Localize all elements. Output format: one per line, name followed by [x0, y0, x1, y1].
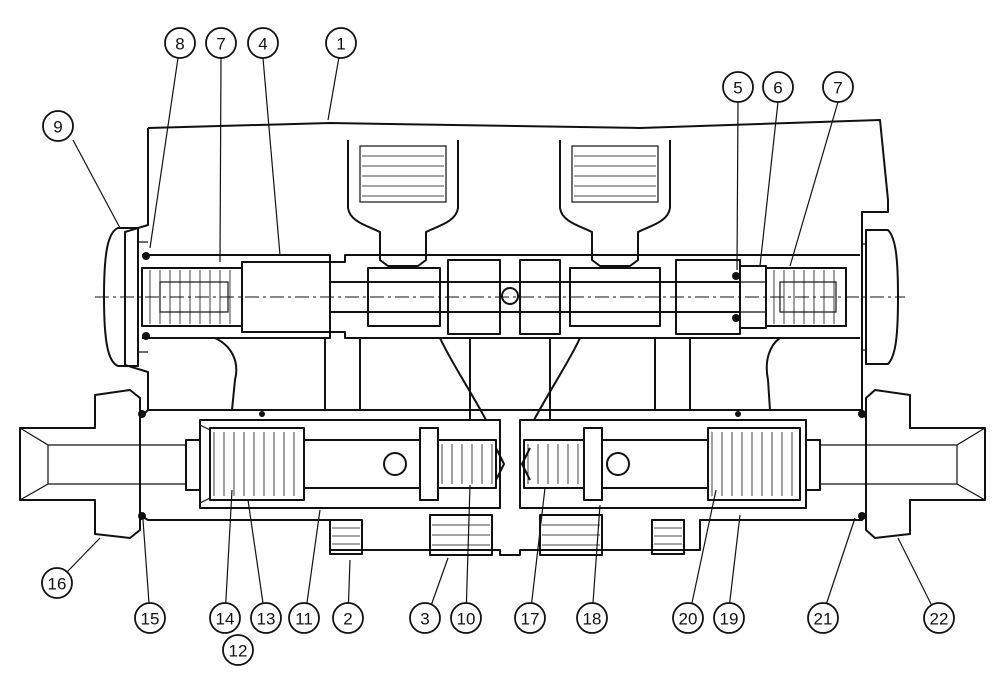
- svg-text:6: 6: [773, 79, 782, 98]
- left-fitting: [19, 389, 201, 539]
- svg-text:7: 7: [833, 79, 842, 98]
- leader-lines: [66, 56, 936, 618]
- callout-14: 14: [209, 602, 241, 634]
- callout-7-left: 7: [205, 27, 237, 59]
- callout-9: 9: [42, 110, 74, 142]
- callout-15: 15: [134, 602, 166, 634]
- callout-3: 3: [409, 602, 441, 634]
- lower-housing: [139, 409, 867, 556]
- svg-text:18: 18: [583, 610, 602, 629]
- callout-22: 22: [923, 602, 955, 634]
- svg-text:12: 12: [229, 642, 248, 661]
- callout-12: 12: [222, 634, 254, 666]
- callout-16: 16: [41, 567, 73, 599]
- callout-19: 19: [713, 602, 745, 634]
- svg-text:17: 17: [521, 610, 540, 629]
- svg-text:1: 1: [336, 35, 345, 54]
- callout-20: 20: [672, 602, 704, 634]
- callout-1: 1: [325, 27, 357, 59]
- upper-spool-assembly: [95, 252, 905, 340]
- callouts: 1 2 3 4 5 6 7 7 8 9 10 11 12 13 14 15 16…: [41, 27, 955, 666]
- bottom-ports: [329, 514, 685, 556]
- callout-21: 21: [807, 602, 839, 634]
- svg-text:9: 9: [53, 118, 62, 137]
- svg-text:16: 16: [48, 575, 67, 594]
- callout-10: 10: [450, 602, 482, 634]
- svg-text:20: 20: [679, 610, 698, 629]
- right-fitting: [805, 389, 986, 539]
- callout-2: 2: [332, 602, 364, 634]
- svg-text:2: 2: [343, 610, 352, 629]
- internal-passages: [214, 337, 781, 421]
- svg-text:8: 8: [175, 35, 184, 54]
- lower-left-spool: [199, 419, 505, 509]
- svg-text:21: 21: [814, 610, 833, 629]
- svg-text:11: 11: [295, 610, 313, 629]
- callout-6: 6: [762, 71, 794, 103]
- callout-18: 18: [576, 602, 608, 634]
- svg-text:5: 5: [733, 79, 742, 98]
- svg-text:10: 10: [457, 610, 476, 629]
- callout-4: 4: [247, 27, 279, 59]
- svg-text:15: 15: [141, 610, 160, 629]
- svg-text:3: 3: [420, 610, 429, 629]
- svg-text:22: 22: [930, 610, 949, 629]
- callout-17: 17: [514, 602, 546, 634]
- svg-text:19: 19: [720, 610, 739, 629]
- seals: [138, 410, 866, 520]
- callout-11: 11: [288, 602, 320, 634]
- svg-text:4: 4: [258, 35, 267, 54]
- callout-13: 13: [250, 602, 282, 634]
- svg-text:7: 7: [216, 35, 225, 54]
- top-ports: [347, 140, 671, 267]
- callout-8: 8: [164, 27, 196, 59]
- svg-text:13: 13: [257, 610, 276, 629]
- lower-right-spool: [519, 419, 807, 509]
- callout-5: 5: [722, 71, 754, 103]
- callout-7-right: 7: [822, 71, 854, 103]
- upper-housing: [103, 119, 899, 415]
- svg-text:14: 14: [216, 610, 235, 629]
